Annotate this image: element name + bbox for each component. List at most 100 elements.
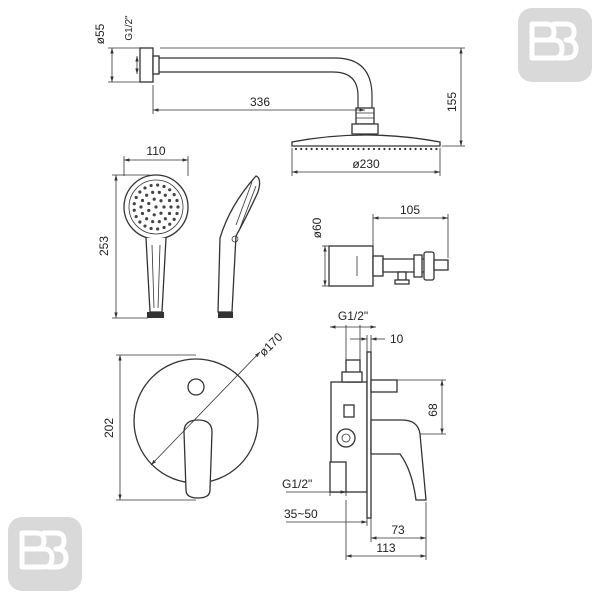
spray-dot xyxy=(145,217,149,221)
spray-dot xyxy=(169,205,173,209)
nozzle-dot xyxy=(315,147,318,151)
nozzle-dot xyxy=(320,147,324,151)
spray-dot xyxy=(140,198,145,203)
spray-dot xyxy=(149,226,153,231)
nozzle-dot xyxy=(393,147,396,151)
spray-dot xyxy=(162,225,166,230)
mixer-outlet-label: 68 xyxy=(426,403,440,417)
arm-height-label: 155 xyxy=(445,92,459,112)
nozzle-dot xyxy=(409,147,412,151)
nozzle-dot xyxy=(435,147,438,151)
spray-dot xyxy=(152,213,156,217)
spray-dot xyxy=(152,197,156,201)
hand-shower-side xyxy=(217,175,261,313)
spray-dot xyxy=(162,205,166,209)
spray-dot xyxy=(154,205,158,209)
spray-dot xyxy=(147,208,151,213)
spray-dot xyxy=(149,183,153,188)
spout-length-label: 73 xyxy=(391,523,405,537)
spray-dot xyxy=(172,217,176,221)
spray-dot xyxy=(138,220,142,224)
spray-dot xyxy=(162,184,166,189)
arm-thread-label: G1/2" xyxy=(124,15,135,41)
mixer-side-thread-label: G1/2" xyxy=(282,477,312,491)
nozzle-dot xyxy=(404,147,407,151)
total-length-label: 113 xyxy=(376,541,395,555)
nozzle-dot xyxy=(336,147,339,151)
nozzle-dot xyxy=(367,147,370,151)
spray-dot xyxy=(139,205,143,209)
plate-diameter-label: ø170 xyxy=(256,330,285,359)
spray-dot xyxy=(175,198,179,203)
nozzle-dot xyxy=(430,147,433,151)
rain-head xyxy=(291,134,441,147)
hand-width-label: 110 xyxy=(146,144,165,158)
hand-shower-view: 110 253 xyxy=(97,144,261,319)
spray-dot xyxy=(151,220,155,224)
spray-dot xyxy=(132,202,136,206)
mixer-lever xyxy=(183,419,213,499)
spray-dot xyxy=(175,211,179,216)
spray-dot xyxy=(176,205,180,209)
nozzle-dot xyxy=(294,147,298,151)
spray-dot xyxy=(143,186,147,190)
arm-length-label: 336 xyxy=(250,95,270,109)
head-diameter-label: ø230 xyxy=(352,157,380,171)
wall-depth-label: 35~50 xyxy=(284,507,318,521)
hand-length-label: 253 xyxy=(97,236,111,256)
spray-dot xyxy=(138,190,142,194)
nozzle-dot xyxy=(378,147,381,151)
spray-dot xyxy=(159,199,163,203)
spray-dot xyxy=(132,208,136,212)
mixer-top-thread-label: G1/2" xyxy=(338,309,368,323)
spray-dot xyxy=(147,201,151,206)
nozzle-dot xyxy=(372,147,376,151)
mixer-side-view: G1/2" 10 68 G1/2" 35~50 73 113 xyxy=(282,309,446,560)
spray-dot xyxy=(134,195,138,200)
holder-view: ø60 105 xyxy=(310,203,449,287)
spray-dot xyxy=(159,211,163,215)
spray-dot xyxy=(156,183,160,187)
spray-dot xyxy=(167,198,172,203)
nozzle-dot xyxy=(388,147,391,151)
spray-dot xyxy=(157,220,161,224)
shower-arm-view: ø55 G1/2" 336 155 ø230 xyxy=(93,15,465,176)
nozzle-dot xyxy=(357,147,360,151)
spray-dot xyxy=(167,211,172,216)
spray-dot xyxy=(172,193,176,197)
spray-dot xyxy=(143,224,147,228)
mixer-offset-label: 10 xyxy=(390,332,404,346)
spray-dot xyxy=(163,193,167,197)
nozzle-dot xyxy=(300,147,303,151)
nozzle-dot xyxy=(414,147,417,151)
holder-diameter-label: ø60 xyxy=(310,217,324,238)
nozzle-dot xyxy=(310,147,313,151)
spray-dot xyxy=(157,190,161,194)
nozzle-dot xyxy=(305,147,308,151)
brand-logo-icon xyxy=(8,517,82,591)
holder-length-label: 105 xyxy=(400,203,420,217)
plate-height-label: 202 xyxy=(102,418,116,438)
arm-flange xyxy=(139,47,154,83)
arm-flange-diameter-label: ø55 xyxy=(93,23,107,44)
mixer-front-view: 202 ø170 xyxy=(102,330,286,501)
nozzle-dot xyxy=(352,147,355,151)
nozzle-dot xyxy=(419,147,422,151)
nozzle-dot xyxy=(341,147,344,151)
spray-dot xyxy=(134,214,138,219)
spray-dot xyxy=(140,211,145,216)
nozzle-dot xyxy=(362,147,365,151)
diverter-knob xyxy=(187,378,205,396)
brand-logo-icon xyxy=(518,8,592,82)
spray-dot xyxy=(145,193,149,197)
spray-dot xyxy=(163,217,167,221)
spray-dot xyxy=(151,190,155,194)
nozzle-dot xyxy=(398,147,402,151)
nozzle-dot xyxy=(326,147,329,151)
spray-dot xyxy=(156,227,160,231)
spray-dot xyxy=(168,222,172,226)
nozzle-dot xyxy=(383,147,386,151)
mixer-spout-lever xyxy=(370,419,427,501)
nozzle-dot xyxy=(331,147,334,151)
